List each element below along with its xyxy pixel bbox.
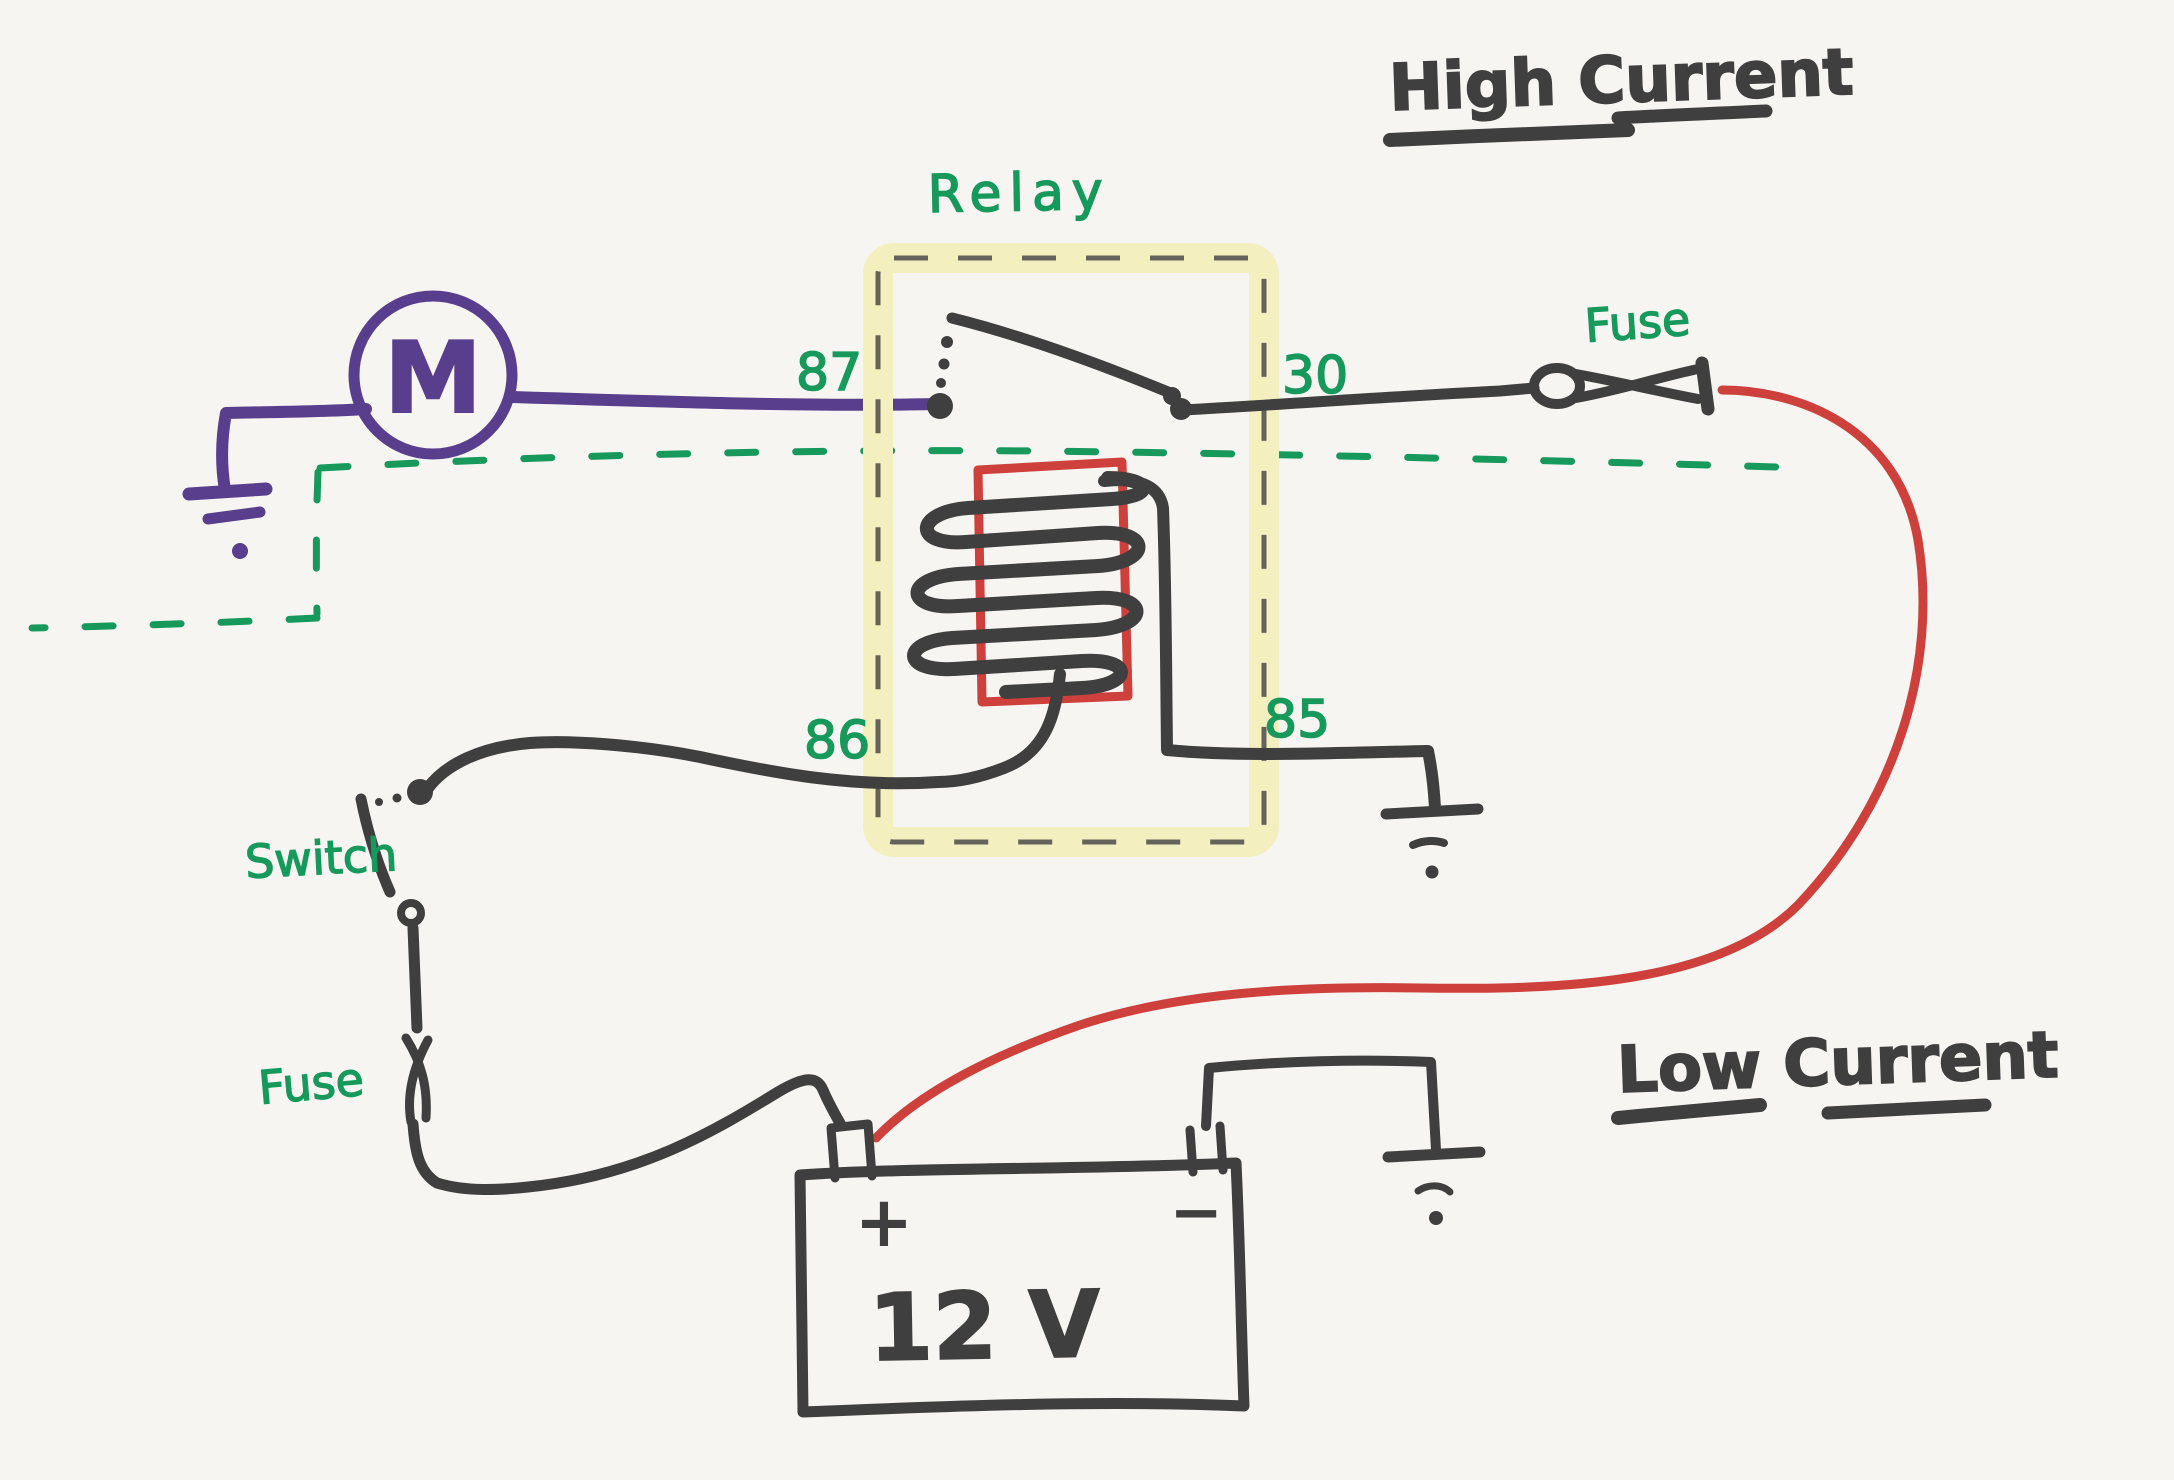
fuse-top-cross-2 — [1571, 364, 1703, 403]
terminal-85-circuit — [1098, 474, 1484, 879]
switch-gap-dot-2 — [375, 798, 383, 806]
motor-ground-bar-1 — [182, 482, 273, 501]
wire-fuse-to-battery-positive — [407, 1074, 847, 1195]
battery-plus-sign: + — [855, 1181, 914, 1263]
ground-battery-dash — [1414, 1182, 1454, 1196]
motor: M — [182, 290, 942, 559]
wire-85-to-ground — [1098, 474, 1441, 814]
motor-circle — [348, 290, 518, 460]
ground-85-dot — [1425, 865, 1439, 879]
current-divider — [28, 447, 1816, 632]
battery-voltage: 12 V — [868, 1271, 1101, 1382]
switch-label: Switch — [244, 827, 399, 889]
relay-dashed-border — [875, 255, 1267, 845]
battery-minus-sign: − — [1169, 1176, 1223, 1250]
trigger-circuit: Switch Fuse — [243, 668, 1066, 1195]
fuse-left-cross-1 — [401, 1033, 431, 1123]
contact-gap-dot-3 — [941, 336, 953, 348]
red-wire-fuse-to-battery-positive — [871, 385, 1928, 1143]
relay: Relay 87 30 86 85 — [795, 161, 1349, 857]
high-current-heading: High Current — [1383, 35, 1856, 147]
battery: + − 12 V — [794, 1055, 1486, 1418]
low-current-label: Low Current — [1616, 1019, 2060, 1108]
switch-arm — [355, 793, 396, 898]
terminal-85-label: 85 — [1264, 690, 1330, 750]
motor-ground-wire — [216, 403, 372, 496]
terminal-86-label: 86 — [804, 711, 870, 771]
relay-label: Relay — [927, 162, 1111, 225]
contact-gap-dot-2 — [938, 358, 950, 370]
battery-positive-post — [826, 1119, 877, 1183]
motor-ground-dot — [232, 543, 248, 559]
terminal-87-label: 87 — [796, 343, 862, 403]
battery-negative-post-1 — [1185, 1125, 1198, 1177]
coil-winding — [907, 471, 1151, 699]
terminal-87-contact-dot — [927, 393, 953, 419]
wire-switch-to-fuse — [407, 922, 423, 1034]
fuse-top-left-loop — [1529, 363, 1585, 409]
ground-85-bar — [1380, 803, 1484, 820]
current2-underline — [1821, 1098, 1992, 1120]
fuse-top-right-cap — [1695, 356, 1715, 416]
high-current-feed: Fuse — [871, 291, 1928, 1143]
relay-switch-arm — [946, 312, 1174, 398]
low-underline — [1611, 1098, 1767, 1125]
motor-letter: M — [384, 322, 482, 436]
ground-battery-dot — [1429, 1211, 1443, 1225]
battery-negative-post-2 — [1215, 1121, 1228, 1175]
high-underline — [1383, 123, 1635, 147]
coil-red-frame — [973, 457, 1133, 707]
current-underline — [1611, 104, 1773, 125]
wire-negative-to-ground — [1201, 1055, 1441, 1155]
wire-coil-86-to-switch — [422, 668, 1066, 794]
motor-ground-bar-2 — [202, 506, 266, 525]
fuse-left-label: Fuse — [256, 1052, 366, 1115]
switch-gap-dot-1 — [392, 793, 402, 803]
fuse-top-label: Fuse — [1583, 292, 1692, 353]
fuse-left-cross-2 — [405, 1035, 433, 1127]
battery-outline — [794, 1157, 1250, 1418]
wire-30-to-fuse — [1178, 382, 1540, 416]
divider-vertical-dashed-line — [312, 468, 322, 618]
ground-85-dash — [1409, 836, 1448, 849]
contact-gap-dot-1 — [936, 378, 946, 388]
low-current-heading: Low Current — [1611, 1018, 2061, 1125]
ground-battery-bar — [1382, 1146, 1486, 1163]
divider-left-dashed-line — [28, 614, 321, 632]
switch-contact-dot — [407, 779, 433, 805]
